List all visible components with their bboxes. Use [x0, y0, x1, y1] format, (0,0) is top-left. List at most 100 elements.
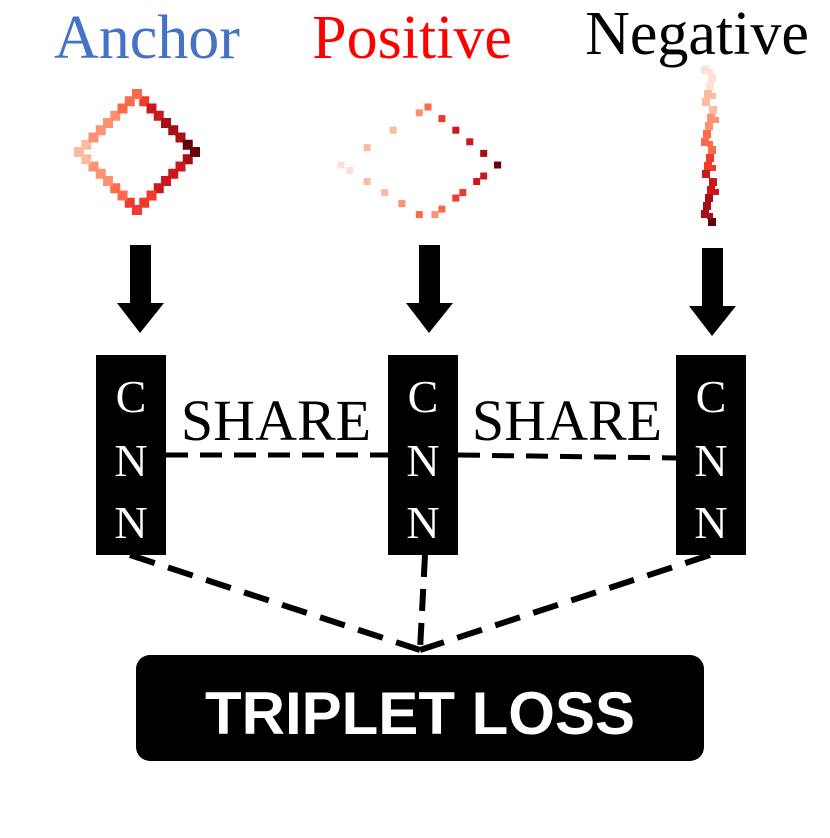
negative-sketch-image: [701, 66, 719, 226]
sketch-pixel: [707, 69, 713, 75]
sketch-pixel: [363, 144, 371, 152]
sketch-pixel: [161, 118, 171, 128]
cnn-letter: N: [114, 497, 147, 548]
triplet-loss-box: TRIPLET LOSS: [136, 655, 704, 761]
sketch-pixel: [459, 189, 467, 197]
cnn-letter: C: [696, 371, 727, 422]
sketch-pixel: [415, 211, 423, 219]
sketch-pixel: [710, 165, 716, 171]
cnn-letter: C: [116, 371, 147, 422]
loss-dashed-line-anchor: [129, 552, 421, 653]
negative-title: Negative: [585, 0, 809, 68]
positive-down-arrow: [406, 245, 453, 333]
sketch-pixel: [701, 66, 709, 74]
sketch-pixel: [466, 138, 474, 146]
sketch-pixel: [363, 178, 371, 186]
sketch-pixel: [709, 106, 717, 114]
sketch-pixel: [707, 114, 715, 122]
cnn-block-anchor: C N N: [96, 355, 166, 555]
sketch-pixel: [431, 211, 439, 219]
negative-down-arrow: [689, 248, 736, 336]
cnn-letter: N: [694, 435, 727, 486]
sketch-pixel: [398, 200, 406, 208]
sketch-pixel: [707, 186, 715, 194]
sketch-pixel: [452, 126, 460, 134]
positive-sketch-image: [337, 103, 502, 219]
sketch-pixel: [701, 138, 709, 146]
sketch-pixel: [701, 210, 709, 218]
sketch-pixel: [452, 194, 460, 202]
sketch-pixel: [103, 176, 113, 186]
sketch-pixel: [117, 103, 128, 114]
sketch-pixel: [153, 183, 164, 194]
cnn-letter: N: [406, 435, 439, 486]
sketch-pixel: [175, 132, 186, 143]
sketch-pixel: [132, 89, 142, 99]
cnn-letter: N: [114, 435, 147, 486]
sketch-pixel: [415, 109, 423, 117]
sketch-pixel: [103, 118, 113, 128]
sketch-pixel: [704, 162, 712, 170]
sketch-pixel: [110, 183, 121, 194]
sketch-pixel: [168, 125, 179, 136]
sketch-pixel: [139, 96, 150, 107]
sketch-pixel: [88, 161, 99, 172]
sketch-pixel: [146, 190, 157, 201]
cnn-block-negative: C N N: [676, 355, 746, 555]
sketch-pixel: [480, 172, 488, 180]
sketch-pixel: [81, 139, 92, 150]
sketch-pixel: [706, 154, 714, 162]
share-dashed-line-right: [457, 452, 677, 461]
sketch-pixel: [110, 110, 121, 121]
share-label-left: SHARE: [181, 388, 371, 453]
sketch-pixel: [438, 205, 446, 213]
sketch-pixel: [161, 176, 171, 186]
sketch-pixel: [473, 178, 481, 186]
sketch-pixel: [705, 194, 713, 202]
loss-dashed-line-negative: [419, 552, 711, 653]
sketch-pixel: [74, 147, 84, 157]
sketch-pixel: [702, 98, 710, 106]
sketch-pixel: [124, 197, 135, 208]
sketch-pixel: [182, 139, 193, 150]
sketch-pixel: [95, 125, 106, 136]
sketch-pixel: [709, 178, 717, 186]
sketch-pixel: [703, 130, 711, 138]
sketch-pixel: [703, 202, 711, 210]
sketch-pixel: [438, 115, 446, 123]
sketch-pixel: [705, 122, 713, 130]
sketch-pixel: [707, 141, 713, 147]
sketch-pixel: [381, 189, 388, 197]
cnn-letter: N: [694, 497, 727, 548]
sketch-pixel: [153, 110, 164, 121]
sketch-pixel: [88, 132, 99, 143]
positive-title: Positive: [312, 4, 512, 72]
sketch-pixel: [117, 190, 128, 201]
sketch-pixel: [182, 154, 193, 165]
sketch-pixel: [81, 154, 92, 165]
sketch-pixel: [389, 126, 397, 134]
sketch-pixel: [707, 213, 713, 219]
anchor-down-arrow: [117, 245, 164, 333]
sketch-pixel: [713, 117, 719, 123]
sketch-pixel: [146, 103, 157, 114]
sketch-pixel: [708, 218, 716, 226]
share-label-right: SHARE: [472, 388, 662, 453]
sketch-pixel: [708, 74, 716, 82]
sketch-pixel: [424, 103, 432, 111]
cnn-letter: N: [406, 497, 439, 548]
cnn-letter: C: [408, 371, 439, 422]
sketch-pixel: [702, 170, 710, 178]
anchor-title: Anchor: [54, 4, 240, 72]
sketch-pixel: [139, 197, 150, 208]
sketch-pixel: [494, 161, 502, 169]
sketch-pixel: [706, 82, 714, 90]
sketch-pixel: [480, 149, 488, 157]
sketch-pixel: [346, 167, 354, 175]
sketch-pixel: [710, 93, 716, 99]
sketch-pixel: [704, 90, 712, 98]
sketch-pixel: [175, 161, 186, 172]
anchor-sketch-image: [74, 89, 200, 215]
sketch-pixel: [132, 205, 142, 215]
